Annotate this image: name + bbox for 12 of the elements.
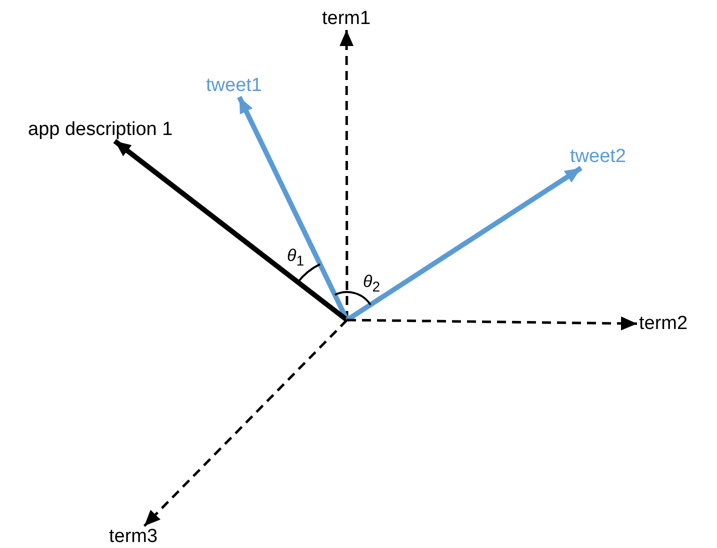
vector-label: term2	[637, 313, 690, 335]
vector-label: term3	[107, 526, 160, 548]
vector-label: term1	[320, 8, 373, 30]
angle-label: θ$_{2}$	[363, 272, 380, 298]
vector-arrow	[346, 166, 582, 322]
vector-label: tweet2	[568, 146, 628, 168]
dashed-arrow	[143, 319, 348, 527]
vector-arrow	[113, 139, 349, 322]
vector-label: app description 1	[26, 119, 175, 141]
dashed-arrow	[346, 316, 638, 330]
angle-label: θ$_{1}$	[287, 246, 304, 272]
vector-label: tweet1	[204, 75, 264, 97]
